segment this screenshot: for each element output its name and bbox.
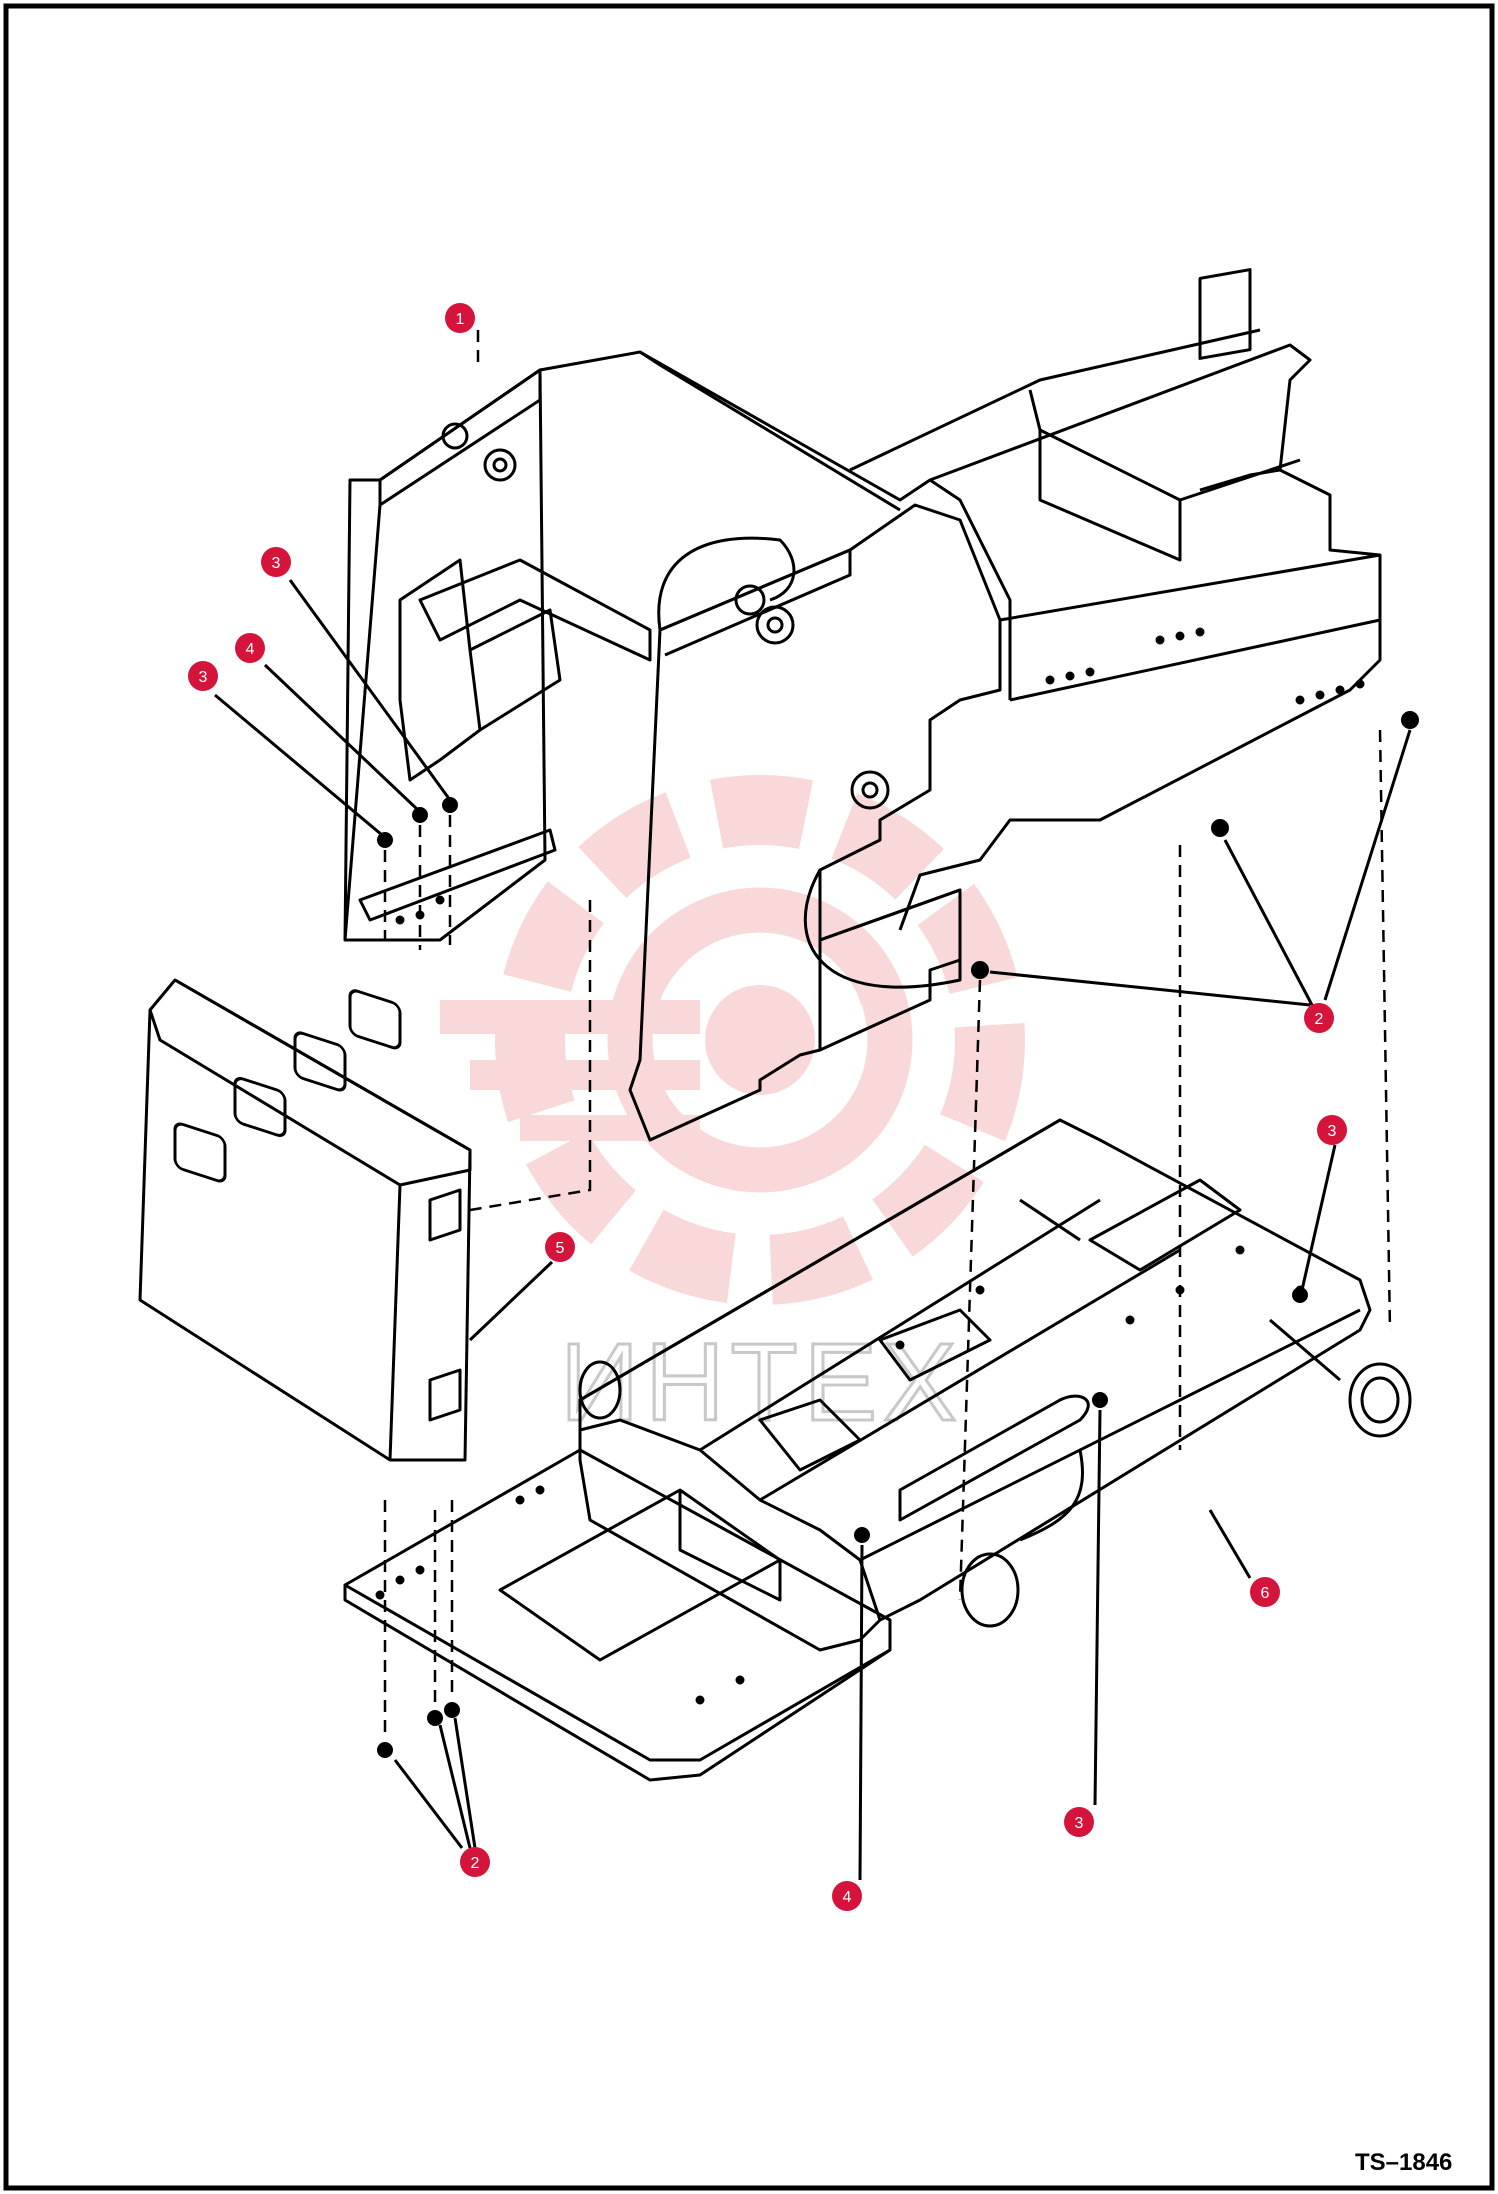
callout-c3a: 3 xyxy=(261,547,291,577)
callout-c1: 1 xyxy=(445,303,475,333)
page-border xyxy=(3,3,1495,2191)
callout-bubble xyxy=(545,1232,575,1262)
callout-number: 5 xyxy=(556,1240,565,1257)
callout-c5: 5 xyxy=(545,1232,575,1262)
callout-number: 3 xyxy=(1075,1815,1084,1832)
watermark-gear-icon xyxy=(440,775,1025,1305)
callout-c2a: 2 xyxy=(1304,1003,1334,1033)
callout-number: 3 xyxy=(1328,1123,1337,1140)
callout-bubble xyxy=(235,633,265,663)
callout-number: 1 xyxy=(456,311,465,328)
callout-c4b: 4 xyxy=(832,1881,862,1911)
watermark-text: ИНТЕХ xyxy=(560,1321,962,1444)
callout-number: 2 xyxy=(1315,1011,1324,1028)
callout-bubble xyxy=(188,661,218,691)
callout-number: 4 xyxy=(246,641,255,658)
leader-lines xyxy=(214,579,1412,1881)
callout-c3c: 3 xyxy=(1317,1115,1347,1145)
callout-c4a: 4 xyxy=(235,633,265,663)
callout-bubble xyxy=(445,303,475,333)
callout-bubble xyxy=(832,1881,862,1911)
belly-pan xyxy=(343,1448,892,1782)
callout-c6: 6 xyxy=(1250,1577,1280,1607)
callout-number: 3 xyxy=(272,555,281,572)
callout-bubble xyxy=(460,1847,490,1877)
upper-main-frame xyxy=(343,268,1382,1142)
callout-bubble xyxy=(1317,1115,1347,1145)
callout-bubble xyxy=(1250,1577,1280,1607)
callout-bubble xyxy=(1304,1003,1334,1033)
callout-bubble xyxy=(1064,1807,1094,1837)
callout-number: 3 xyxy=(199,669,208,686)
drawing-reference-label: TS–1846 xyxy=(1355,2149,1452,2176)
callout-number: 4 xyxy=(843,1889,852,1906)
callout-number: 2 xyxy=(471,1855,480,1872)
callout-bubble xyxy=(261,547,291,577)
fasteners xyxy=(377,711,1419,1758)
assembly-lines xyxy=(383,330,1392,1740)
callout-c2b: 2 xyxy=(460,1847,490,1877)
callout-number: 6 xyxy=(1261,1585,1270,1602)
callout-group: 1 3 4 3 2 3 5 6 3 2 4 xyxy=(188,303,1347,1911)
callout-c3b: 3 xyxy=(188,661,218,691)
side-cover xyxy=(138,978,472,1462)
callout-c3d: 3 xyxy=(1064,1807,1094,1837)
